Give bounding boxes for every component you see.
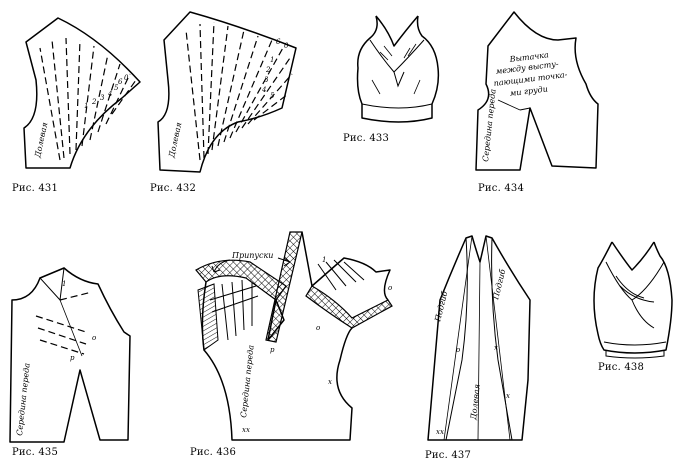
center-front-label: Середина переда — [481, 88, 498, 162]
num-label: 3 — [264, 76, 269, 84]
point-label: о — [316, 324, 320, 332]
fold-label-left: Подгиб — [433, 290, 449, 323]
num-label: 1 — [84, 102, 88, 110]
point-label: р — [70, 354, 75, 362]
fold-label-right: Подгиб — [491, 268, 507, 301]
num-label: 4 — [107, 90, 112, 98]
num-label: 2 — [265, 66, 271, 74]
allowance-label: Припуски — [231, 251, 273, 260]
grain-label: Долевая — [33, 121, 49, 159]
figure-caption: Рис. 438 — [598, 362, 645, 373]
figure-caption: Рис. 435 — [12, 447, 59, 458]
figure-caption: Рис. 432 — [150, 183, 197, 194]
point-label: о — [456, 346, 460, 354]
num-label: 0 — [124, 74, 129, 82]
num-label: 1 — [270, 56, 274, 64]
center-front-label: Середина переда — [15, 362, 32, 436]
figure-435: 1 р о Середина переда — [9, 267, 131, 443]
point-label: 1 — [62, 280, 66, 288]
center-front-label: Середина переда — [239, 344, 256, 418]
point-label: хх — [242, 426, 250, 434]
dart-note-line: ми груди — [509, 84, 548, 98]
figure-432: 1 2 3 4 5 6 0 Долевая — [157, 11, 297, 173]
num-label: 6 — [276, 38, 281, 46]
point-label: х — [328, 378, 332, 386]
figure-434: Вытачка между высту- пающими точка- ми г… — [475, 11, 599, 171]
point-label: о — [388, 284, 392, 292]
figure-438 — [593, 241, 673, 359]
point-label: хх — [436, 428, 444, 436]
figure-437: Подгиб Подгиб Долевая о х х хх — [427, 235, 531, 441]
point-label: х — [506, 392, 510, 400]
point-label: о — [92, 334, 96, 342]
figure-caption: Рис. 436 — [190, 447, 237, 458]
point-label: 1 — [322, 256, 326, 264]
num-label: 3 — [100, 94, 105, 102]
grain-label: Долевая — [167, 121, 183, 159]
figure-caption: Рис. 434 — [478, 183, 525, 194]
figure-caption: Рис. 431 — [12, 183, 59, 194]
num-label: 2 — [91, 98, 97, 106]
figure-431: 1 2 3 4 5 6 0 Долевая — [23, 17, 141, 169]
point-label: х — [494, 344, 498, 352]
num-label: 5 — [270, 92, 275, 100]
num-label: 5 — [114, 84, 119, 92]
grain-label: Долевая — [469, 384, 482, 422]
figure-caption: Рис. 437 — [425, 450, 472, 461]
figure-436: Припуски р о о хх х 1 Середина переда — [195, 231, 393, 441]
num-label: 0 — [284, 42, 289, 50]
figure-caption: Рис. 433 — [343, 133, 390, 144]
num-label: 4 — [261, 86, 266, 94]
num-label: 6 — [118, 78, 123, 86]
figure-433 — [356, 15, 440, 123]
point-label: р — [270, 346, 275, 354]
